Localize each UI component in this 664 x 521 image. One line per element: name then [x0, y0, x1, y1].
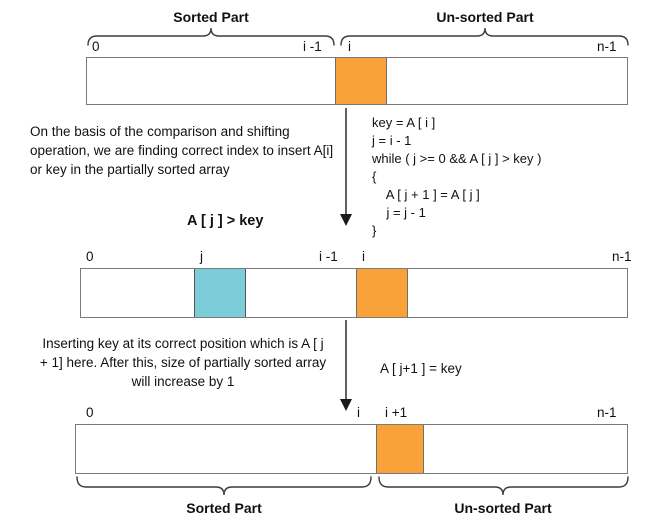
index-label-row3-start: 0 — [86, 405, 94, 420]
step2-assignment-label: A [ j+1 ] = key — [380, 361, 462, 376]
brace-bottom-unsorted — [378, 476, 629, 496]
index-label-row2-j: j — [200, 249, 203, 264]
index-label-row2-end: n-1 — [612, 249, 632, 264]
step1-description: On the basis of the comparison and shift… — [30, 124, 334, 177]
index-label-row1-start: 0 — [92, 39, 100, 54]
index-label-row1-end: n-1 — [597, 39, 617, 54]
array-cell-key-row3 — [376, 425, 424, 473]
brace-label-sorted-top: Sorted Part — [173, 9, 249, 25]
index-label-row2-start: 0 — [86, 249, 94, 264]
index-label-row2-sorted-end: i -1 — [319, 249, 338, 264]
index-label-row3-i: i — [357, 405, 360, 420]
brace-top-unsorted — [340, 27, 629, 46]
array-row1 — [86, 57, 628, 105]
array-row3 — [75, 424, 628, 474]
index-label-row1-sorted-end: i -1 — [303, 39, 322, 54]
arrow-step1-head — [340, 214, 352, 226]
index-label-row3-end: n-1 — [597, 405, 617, 420]
brace-bottom-sorted — [76, 476, 372, 496]
arrow-step2-head — [340, 399, 352, 411]
brace-top-sorted — [87, 27, 335, 46]
step1-code-line-6: } — [372, 223, 377, 238]
array-cell-compare-row2 — [194, 269, 246, 317]
index-label-row2-key: i — [362, 249, 365, 264]
array-cell-key-row2 — [356, 269, 408, 317]
index-label-row1-key: i — [348, 39, 351, 54]
index-label-row3-i-plus-1: i +1 — [385, 405, 408, 420]
condition-label-row2: A [ j ] > key — [187, 213, 264, 229]
step1-code-line-3: { — [372, 169, 377, 184]
step1-code-line-2: while ( j >= 0 && A [ j ] > key ) — [372, 151, 542, 166]
step1-code-line-1: j = i - 1 — [372, 133, 412, 148]
step1-code-line-5: j = j - 1 — [372, 205, 426, 220]
step1-code-line-0: key = A [ i ] — [372, 115, 436, 130]
brace-label-unsorted-bottom: Un-sorted Part — [454, 500, 552, 516]
step2-description: Inserting key at its correct position wh… — [39, 336, 327, 389]
brace-label-sorted-bottom: Sorted Part — [186, 500, 262, 516]
brace-label-unsorted-top: Un-sorted Part — [436, 9, 534, 25]
step1-code-line-4: A [ j + 1 ] = A [ j ] — [372, 187, 480, 202]
array-row2 — [80, 268, 628, 318]
array-cell-key-row1 — [335, 58, 387, 104]
